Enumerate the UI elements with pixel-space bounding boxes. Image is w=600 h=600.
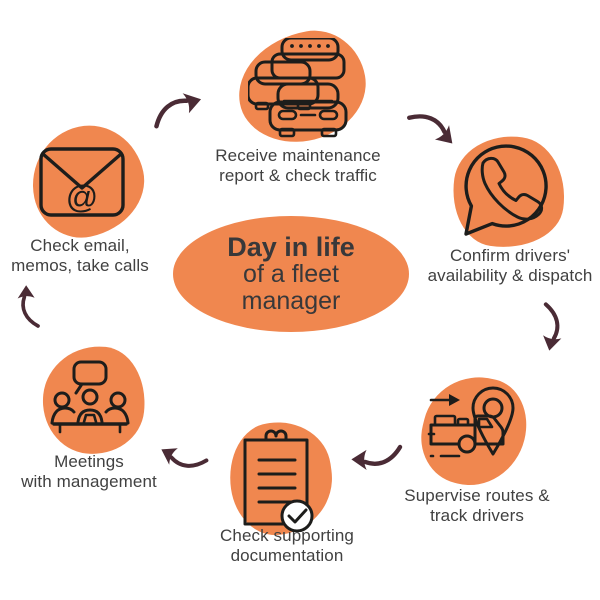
label-line-1: Meetings — [54, 452, 124, 471]
label-line-2: memos, take calls — [11, 255, 149, 275]
title-line-2: of a fleet — [243, 260, 339, 288]
label-line-2: documentation — [230, 545, 344, 565]
meeting-people-icon — [50, 360, 130, 434]
label-line-1: Check supporting — [220, 526, 354, 545]
svg-text:@: @ — [66, 179, 98, 215]
step-receive-maintenance-report: Receive maintenance report & check traff… — [198, 22, 398, 188]
traffic-cars-icon — [248, 38, 348, 138]
label-line-2: report & check traffic — [219, 165, 377, 185]
label-line-1: Check email, — [30, 236, 130, 255]
step-label: Receive maintenance report & check traff… — [198, 146, 398, 185]
flow-arrow-routes-to-documentation — [348, 435, 404, 481]
flow-arrow-dispatch-to-routes — [526, 299, 578, 357]
step-confirm-drivers-availability: Confirm drivers' availability & dispatch — [420, 128, 600, 290]
title-line-3: manager — [241, 287, 341, 315]
step-check-email: @ Check email, memos, take calls — [0, 115, 160, 280]
label-line-1: Confirm drivers' — [449, 246, 571, 265]
envelope-at-icon: @ — [39, 147, 125, 217]
title-line-1: Day in life — [227, 232, 355, 262]
label-line-2: with management — [21, 471, 157, 491]
step-label: Check supporting documentation — [197, 526, 377, 565]
step-label: Supervise routes & track drivers — [387, 486, 567, 525]
truck-location-pin-icon — [427, 386, 515, 458]
label-line-1: Supervise routes & — [404, 486, 550, 505]
label-line-2: track drivers — [430, 505, 524, 525]
step-label: Confirm drivers' availability & dispatch — [420, 246, 600, 285]
label-line-1: Receive maintenance — [215, 146, 381, 165]
step-supervise-routes: Supervise routes & track drivers — [387, 365, 567, 528]
step-check-documentation: Check supporting documentation — [197, 415, 377, 570]
center-title-blob: Day in life of a fleet manager — [173, 216, 409, 332]
flow-arrow-meetings-to-email — [2, 282, 54, 330]
clipboard-checkmark-icon — [243, 429, 314, 532]
phone-chat-icon — [464, 144, 548, 236]
step-label: Check email, memos, take calls — [0, 236, 160, 275]
step-meetings-management: Meetings with management — [0, 340, 178, 496]
label-line-2: availability & dispatch — [427, 265, 593, 285]
step-label: Meetings with management — [0, 452, 178, 491]
